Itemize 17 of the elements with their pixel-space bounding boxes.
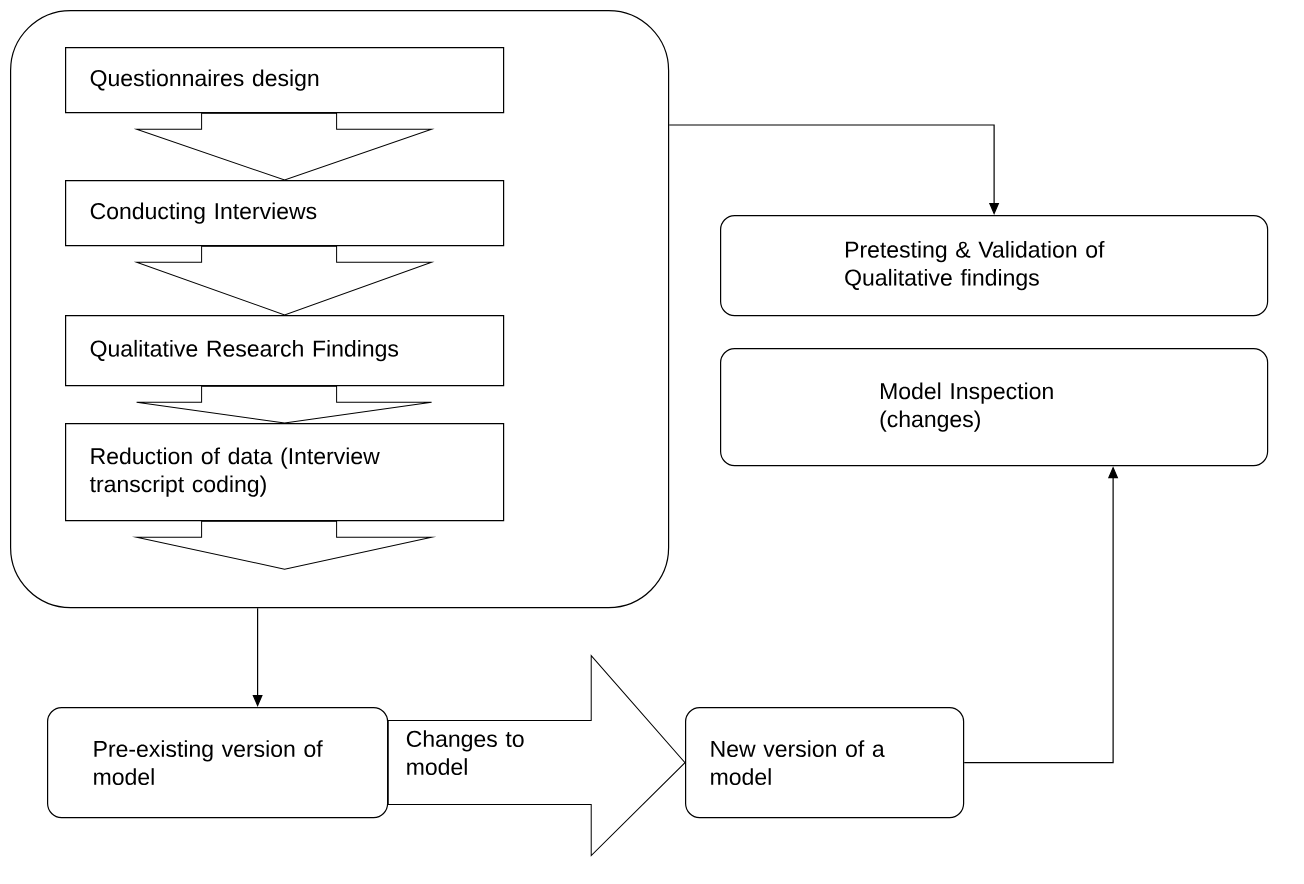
edge-label: Changes to model (406, 730, 524, 776)
process-box: Conducting Interviews (65, 180, 505, 247)
block-arrow (387, 655, 686, 857)
block-arrow (136, 385, 433, 424)
arrow (668, 124, 1000, 215)
process-box: Qualitative Research Findings (65, 315, 505, 387)
process-box: Pre-existing version of model (47, 707, 389, 819)
process-box: Reduction of data (Interview transcript coding) (65, 423, 505, 522)
process-box: Pretesting & Validation of Qualitative findings (720, 215, 1269, 317)
block-arrow (136, 520, 433, 570)
block-arrow (136, 112, 433, 181)
block-arrow (136, 245, 433, 316)
process-box: Questionnaires design (65, 47, 505, 114)
process-box: New version of a model (685, 707, 965, 819)
group-box (10, 10, 670, 609)
arrow (252, 607, 263, 707)
process-box: Model Inspection (changes) (720, 348, 1269, 467)
